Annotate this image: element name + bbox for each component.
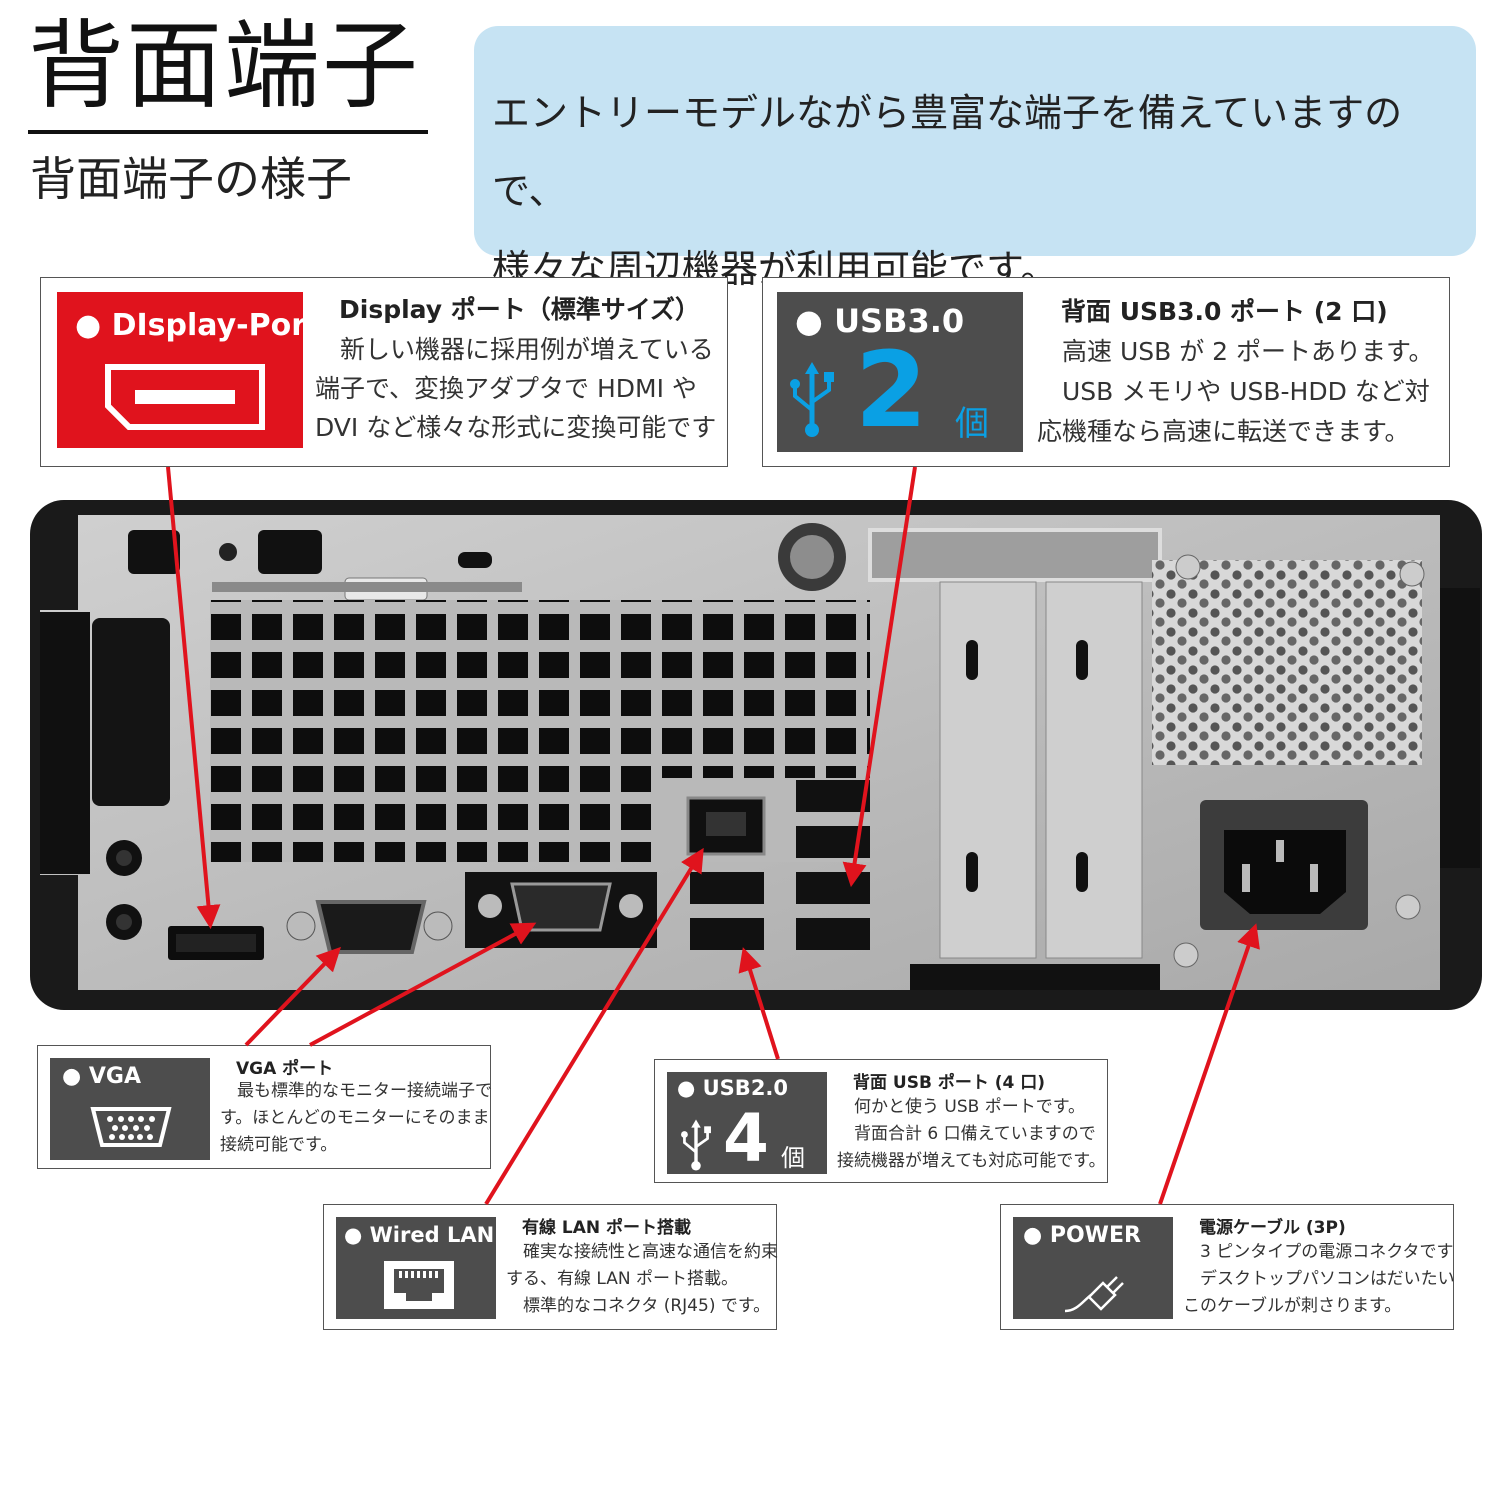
- description-line: す。ほとんどのモニターにそのまま: [220, 1108, 490, 1128]
- intro-line: エントリーモデルながら豊富な端子を備えていますので、: [492, 91, 1403, 213]
- intro-panel: エントリーモデルながら豊富な端子を備えていますので、 様々な周辺機器が利用可能で…: [474, 26, 1476, 291]
- description-line: 標準的なコネクタ (RJ45) です。: [506, 1296, 771, 1316]
- description-line: 新しい機器に採用例が増えている: [315, 335, 714, 364]
- description-line: 何かと使う USB ポートです。: [837, 1097, 1086, 1117]
- lan-heading: 有線 LAN ポート搭載: [522, 1218, 692, 1238]
- usb3-heading: 背面 USB3.0 ポート (2 口): [1061, 297, 1388, 326]
- power-description: 3 ピンタイプの電源コネクタです デスクトップパソコンはだいたい このケーブルが…: [1183, 1239, 1455, 1320]
- vga-badge: ● VGA: [50, 1058, 210, 1160]
- callout-usb3: ● USB3.0 2 個 背面 USB3.0 ポート (2 口) 高速 USB …: [762, 277, 1450, 467]
- description-line: DVI など様々な形式に変換可能です: [315, 413, 717, 442]
- page-subtitle: 背面端子の様子: [30, 152, 352, 206]
- description-line: 接続機器が増えても対応可能です。: [837, 1151, 1106, 1171]
- title-underline: [28, 130, 428, 134]
- description-line: 端子で、変換アダプタで HDMI や: [315, 374, 697, 403]
- displayport-heading: Display ポート（標準サイズ）: [339, 295, 701, 324]
- description-line: 背面合計 6 口備えていますので: [837, 1124, 1096, 1144]
- lan-badge-label: ● Wired LAN: [344, 1223, 495, 1247]
- description-line: 高速 USB が 2 ポートあります。: [1037, 337, 1434, 366]
- callout-power: ● POWER 電源ケーブル (3P) 3 ピンタイプの電源コネクタです デスク…: [1000, 1204, 1455, 1330]
- usb3-count: 2: [855, 329, 928, 451]
- vga-heading: VGA ポート: [236, 1059, 334, 1079]
- usb3-badge-label: ● USB3.0: [795, 302, 965, 340]
- usb2-description: 何かと使う USB ポートです。 背面合計 6 口備えていますので 接続機器が増…: [837, 1094, 1106, 1175]
- description-line: このケーブルが刺さります。: [1183, 1296, 1402, 1316]
- callout-usb2: ● USB2.0 4 個 背面 USB ポート (4 口) 何かと使う USB …: [654, 1059, 1108, 1183]
- displayport-badge-label: ● DIsplay-Port: [75, 308, 321, 343]
- description-line: 最も標準的なモニター接続端子で: [220, 1081, 492, 1101]
- displayport-description: 新しい機器に採用例が増えている 端子で、変換アダプタで HDMI や DVI な…: [315, 330, 716, 447]
- vga-badge-label: ● VGA: [62, 1064, 141, 1089]
- lan-description: 確実な接続性と高速な通信を約束 する、有線 LAN ポート搭載。 標準的なコネク…: [506, 1239, 778, 1320]
- usb3-badge: ● USB3.0 2 個: [777, 292, 1023, 452]
- callout-displayport: ● DIsplay-Port Display ポート（標準サイズ） 新しい機器に…: [40, 277, 728, 467]
- ethernet-port-icon: [384, 1261, 454, 1309]
- displayport-badge: ● DIsplay-Port: [57, 292, 320, 448]
- power-plug-icon: [1064, 1276, 1124, 1313]
- usb2-badge-label: ● USB2.0: [677, 1076, 789, 1100]
- vga-description: 最も標準的なモニター接続端子で す。ほとんどのモニターにそのまま 接続可能です。: [220, 1078, 492, 1159]
- vga-icon: [90, 1107, 172, 1147]
- description-line: デスクトップパソコンはだいたい: [1183, 1269, 1455, 1289]
- description-line: 接続可能です。: [220, 1135, 338, 1155]
- usb3-description: 高速 USB が 2 ポートあります。 USB メモリや USB-HDD など対…: [1037, 332, 1434, 452]
- usb3-count-unit: 個: [955, 404, 989, 444]
- power-badge-label: ● POWER: [1023, 1223, 1141, 1248]
- usb-icon: [681, 1119, 711, 1171]
- usb2-count-unit: 個: [781, 1144, 805, 1172]
- description-line: 3 ピンタイプの電源コネクタです: [1183, 1242, 1454, 1262]
- usb2-heading: 背面 USB ポート (4 口): [853, 1073, 1046, 1093]
- description-line: 応機種なら高速に転送できます。: [1037, 417, 1410, 446]
- power-heading: 電源ケーブル (3P): [1199, 1218, 1346, 1238]
- usb-icon: [790, 362, 834, 437]
- description-line: USB メモリや USB-HDD など対: [1037, 377, 1430, 406]
- callout-vga: ● VGA VGA ポート 最も標準的なモニター接続端子で す。ほとんどのモニタ…: [37, 1045, 492, 1169]
- lan-badge: ● Wired LAN: [336, 1217, 496, 1319]
- power-badge: ● POWER: [1013, 1217, 1173, 1319]
- callout-wired-lan: ● Wired LAN 有線 LAN ポート搭載 確実な接続性と高速な通信を約束…: [323, 1204, 778, 1330]
- usb2-count: 4: [723, 1100, 769, 1177]
- description-line: 確実な接続性と高速な通信を約束: [506, 1242, 778, 1262]
- page-title: 背面端子: [28, 10, 420, 122]
- description-line: する、有線 LAN ポート搭載。: [506, 1269, 739, 1289]
- usb2-badge: ● USB2.0 4 個: [667, 1072, 827, 1174]
- displayport-icon: [105, 364, 265, 430]
